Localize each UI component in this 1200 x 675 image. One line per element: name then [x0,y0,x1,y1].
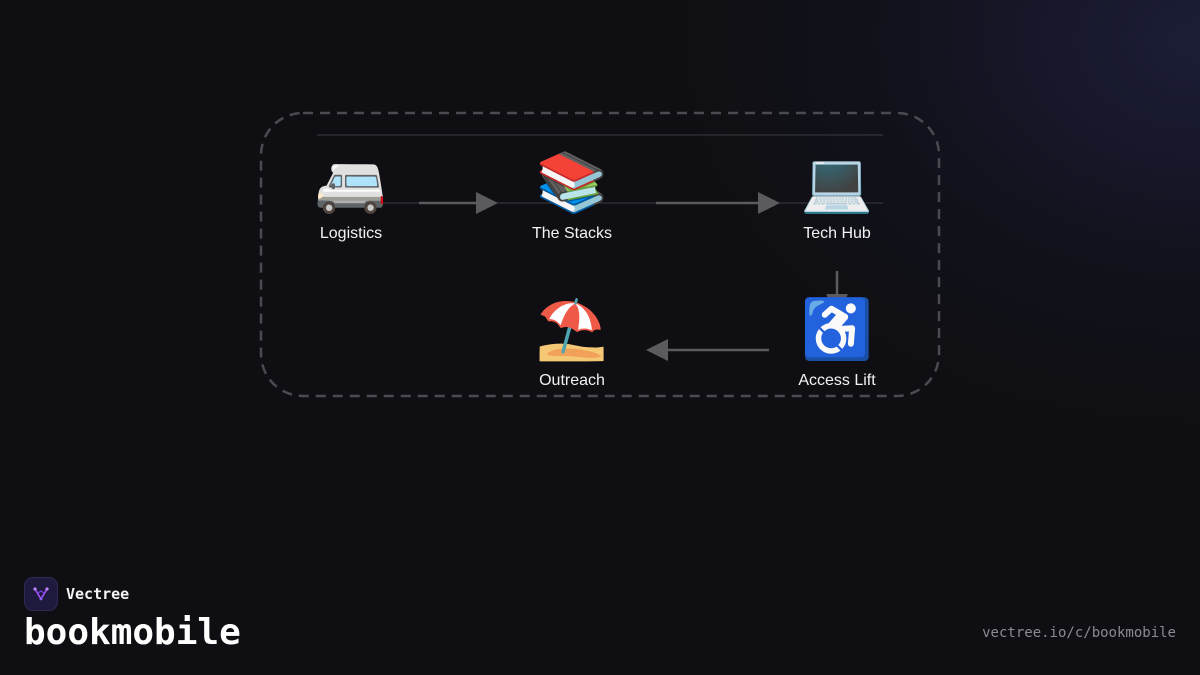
node-label: Outreach [539,372,605,389]
node-label: Tech Hub [803,225,871,242]
wheelchair-icon: ♿ [800,297,874,362]
node-access-lift[interactable]: ♿ Access Lift [757,297,917,391]
edge-accesslift-to-outreach [646,339,769,361]
node-outreach[interactable]: ⛱️ Outreach [492,297,652,391]
beach-umbrella-icon: ⛱️ [535,297,609,362]
laptop-icon: 💻 [800,150,874,215]
node-tech-hub[interactable]: 💻 Tech Hub [757,150,917,244]
diagram-boundary [259,111,941,398]
project-url[interactable]: vectree.io/c/bookmobile [982,625,1176,641]
minibus-icon: 🚐 [314,150,388,215]
node-label: Access Lift [798,372,876,389]
node-logistics[interactable]: 🚐 Logistics [271,150,431,244]
edge-techhub-to-accesslift [826,271,848,316]
node-the-stacks[interactable]: 📚 The Stacks [492,150,652,244]
node-label: The Stacks [531,225,613,242]
edge-stacks-to-techhub [656,192,780,214]
edge-logistics-to-stacks [419,192,498,214]
books-icon: 📚 [535,150,609,215]
node-label: Logistics [319,225,383,242]
project-title: bookmobile [24,612,241,653]
vectree-logo-icon [24,577,58,611]
brand-name: Vectree [66,585,130,603]
brand[interactable]: Vectree [24,577,129,611]
